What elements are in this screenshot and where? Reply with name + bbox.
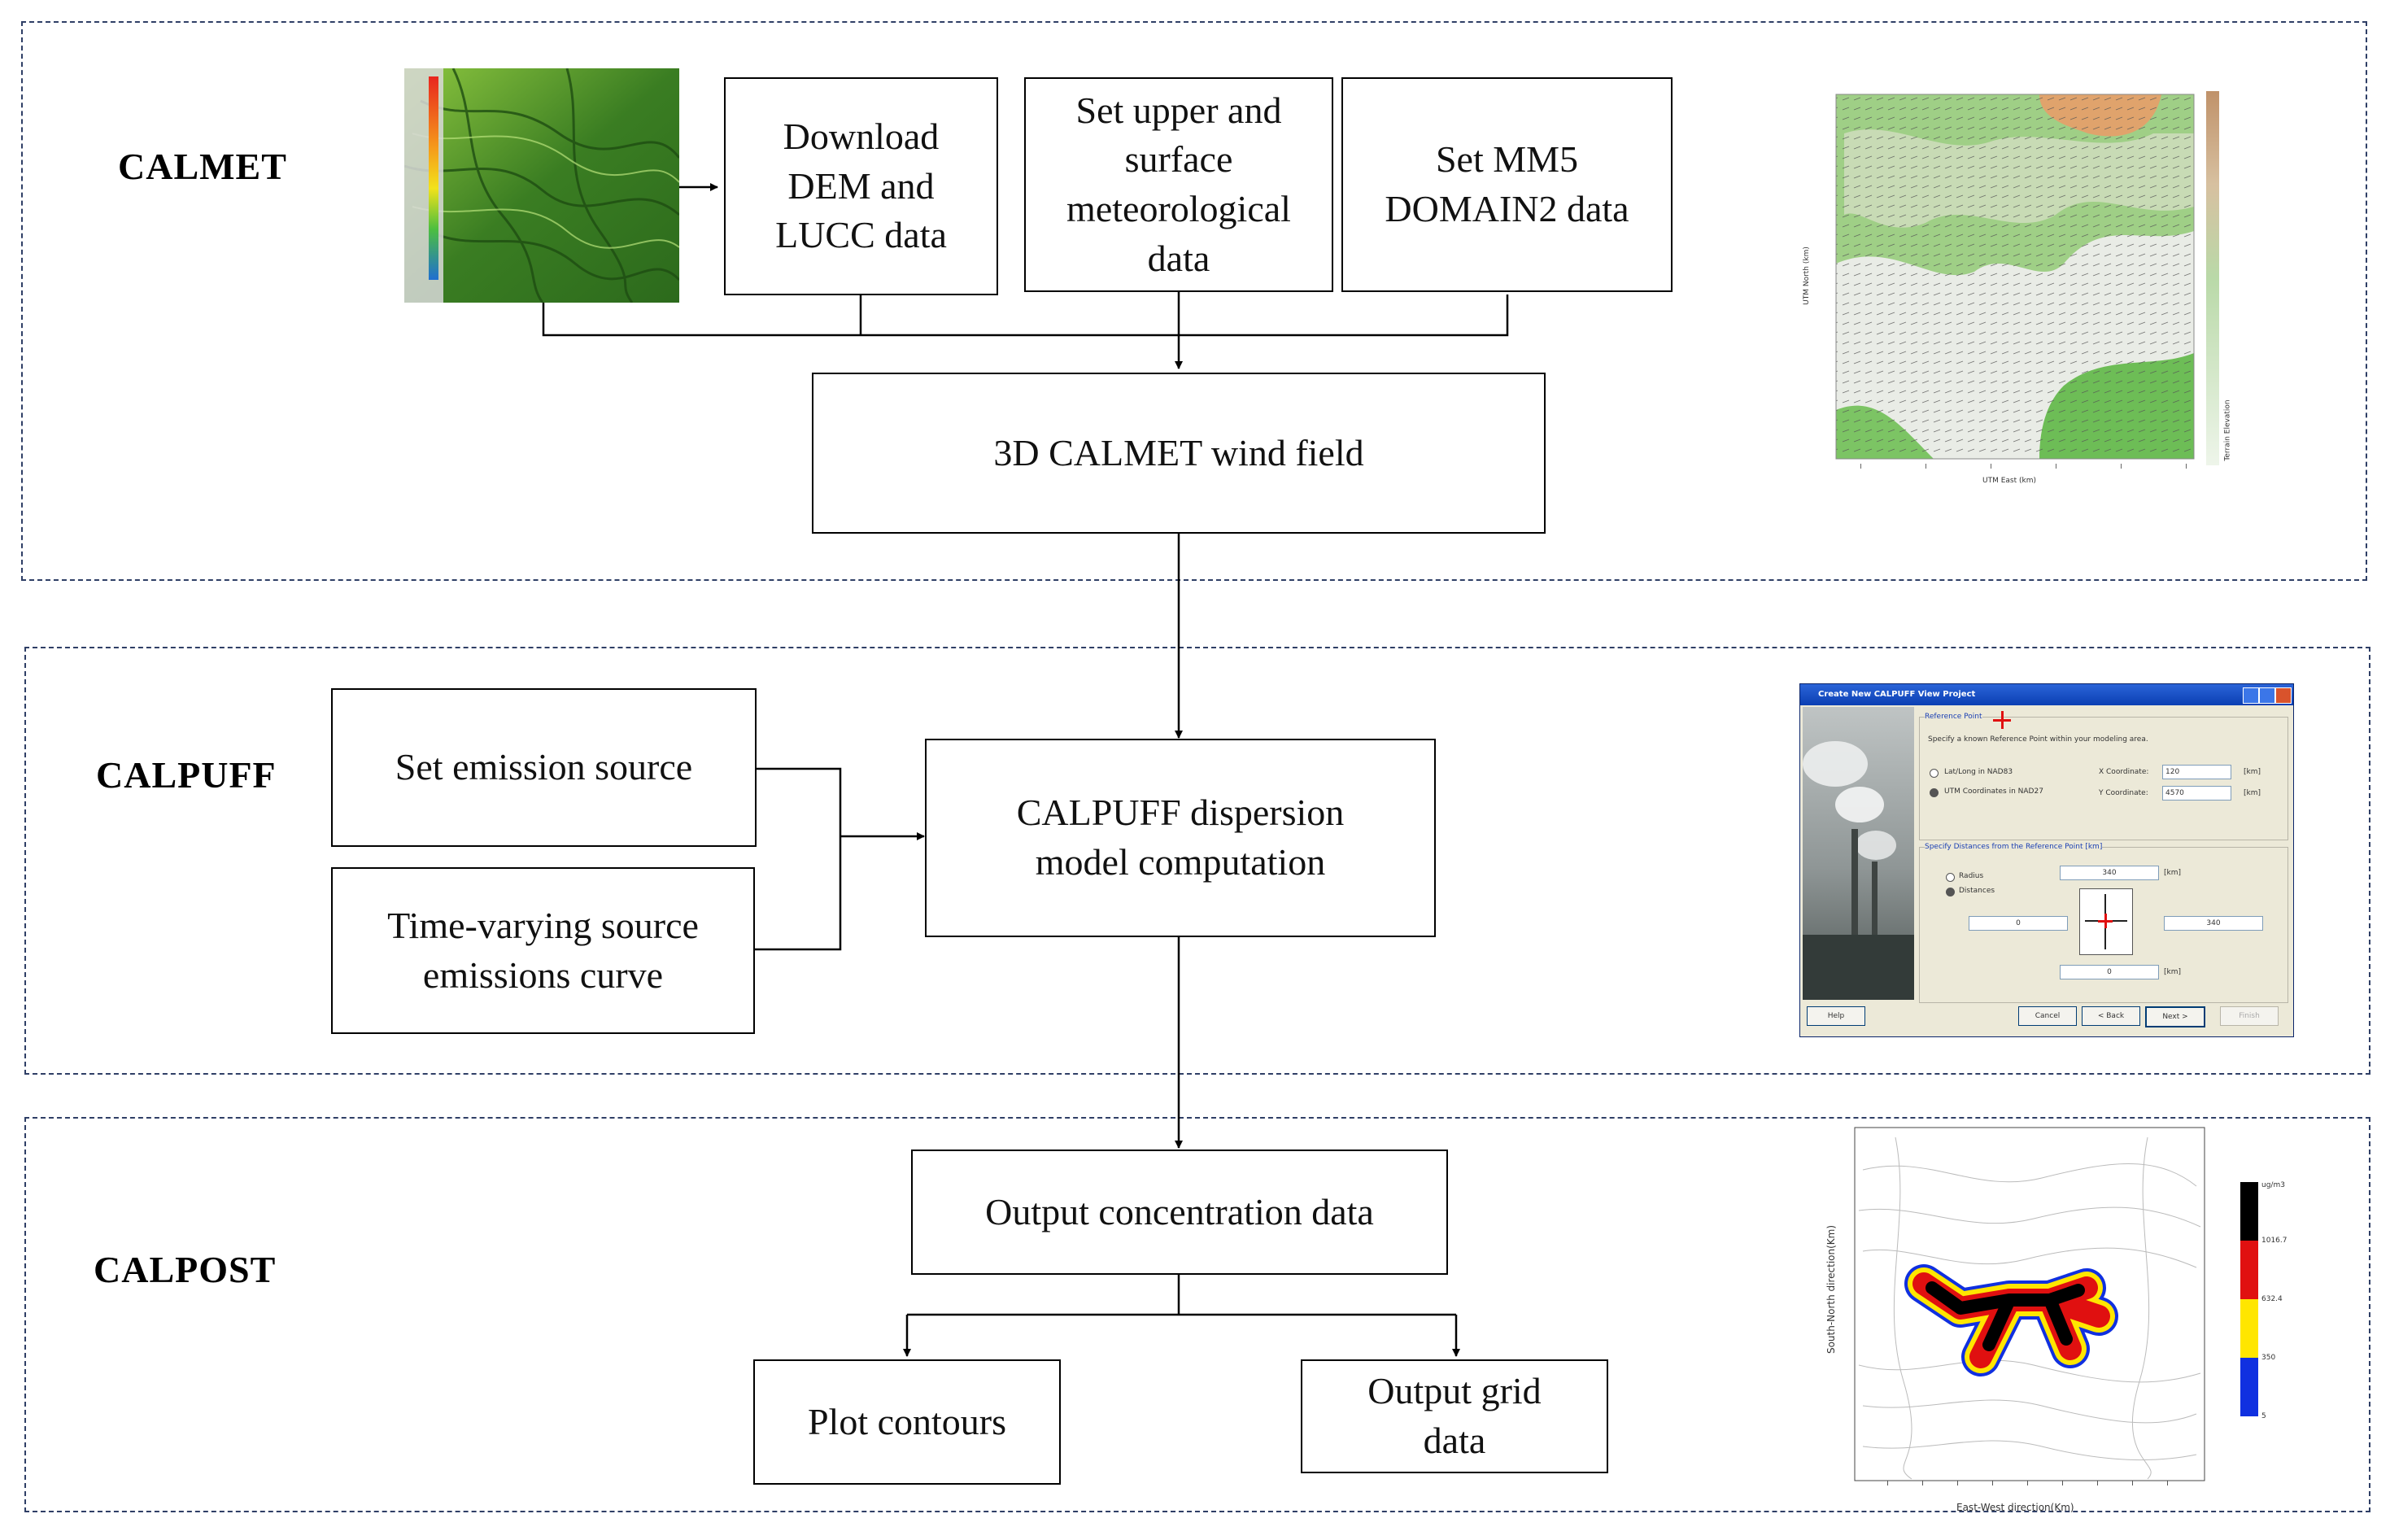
reference-instruction: Specify a known Reference Point within y…: [1928, 735, 2148, 744]
option-latlong[interactable]: Lat/Long in NAD83: [1944, 768, 2013, 776]
output-concentration-text: Output concentration data: [985, 1190, 1374, 1232]
radio-latlong[interactable]: [1930, 769, 1939, 778]
calpuff-section: [24, 647, 2370, 1075]
dialog-title: Create New CALPUFF View Project: [1818, 690, 1976, 699]
maximize-icon: [2259, 687, 2275, 704]
y-coordinate-label: Y Coordinate:: [2099, 789, 2148, 797]
wind-map-colorbar-label: Terrain Elevation: [2223, 399, 2232, 461]
radio-utm[interactable]: [1930, 788, 1939, 797]
option-utm[interactable]: UTM Coordinates in NAD27: [1944, 787, 2043, 796]
left-distance-field[interactable]: 0: [1969, 916, 2068, 931]
set-upper-surface-box: Set upper and surface meteorological dat…: [1024, 77, 1333, 292]
radio-distances[interactable]: [1946, 888, 1955, 897]
distance-cross-box: [2079, 888, 2133, 955]
reference-point-group: Reference Point Specify a known Referenc…: [1919, 711, 2288, 840]
right-distance-field[interactable]: 340: [2164, 916, 2263, 931]
colorbar-high: [2240, 1182, 2258, 1241]
colorbar-label-2: 632.4: [2261, 1295, 2283, 1303]
output-grid-box: Output grid data: [1301, 1359, 1608, 1473]
merge-line-top: [542, 294, 1509, 337]
calmet-label: CALMET: [118, 146, 287, 187]
wind-map-graphic: [1835, 91, 2219, 469]
calpuff-computation-box: CALPUFF dispersion model computation: [925, 739, 1436, 937]
factory-smoke-graphic: [1803, 741, 1914, 1000]
time-varying-box: Time-varying source emissions curve: [331, 867, 755, 1034]
calpuff-computation-text: CALPUFF dispersion model computation: [1016, 792, 1345, 883]
close-icon: [2275, 687, 2292, 704]
time-varying-text: Time-varying source emissions curve: [387, 904, 699, 996]
cancel-button[interactable]: Cancel: [2018, 1006, 2077, 1026]
calpost-label: CALPOST: [94, 1249, 277, 1290]
contour-y-axis: South-North direction(Km): [1825, 1224, 1838, 1355]
wind-vector-terrain-map-icon: UTM East (km) UTM North (km) Terrain Ele…: [1795, 85, 2240, 498]
download-dem-text: Download DEM and LUCC data: [775, 115, 947, 256]
center-crosshair-icon: [2098, 914, 2113, 928]
distances-title: Specify Distances from the Reference Poi…: [1925, 843, 2103, 851]
next-button[interactable]: Next >: [2145, 1006, 2205, 1027]
top-distance-field[interactable]: 340: [2060, 866, 2159, 880]
concentration-contour-plot-icon: East-West direction(Km) South-North dire…: [1798, 1121, 2305, 1520]
set-emission-text: Set emission source: [395, 746, 693, 788]
wind-field-text: 3D CALMET wind field: [993, 431, 1364, 473]
dem-map-graphic: [404, 68, 679, 303]
crosshair-icon: [1993, 711, 2011, 729]
back-button[interactable]: < Back: [2082, 1006, 2140, 1026]
terrain-elevation-map-icon: [404, 68, 679, 303]
y-unit-label: [km]: [2244, 789, 2261, 797]
option-radius[interactable]: Radius: [1959, 872, 1984, 880]
contour-plot-graphic: [1854, 1127, 2258, 1485]
y-coordinate-field[interactable]: 4570: [2162, 786, 2231, 801]
bottom-distance-field[interactable]: 0: [2060, 965, 2159, 979]
x-unit-label: [km]: [2244, 768, 2261, 776]
wind-map-y-axis: UTM North (km): [1802, 246, 1811, 305]
plot-contours-box: Plot contours: [753, 1359, 1061, 1485]
colorbar-label-1: 1016.7: [2261, 1237, 2288, 1245]
set-mm5-text: Set MM5 DOMAIN2 data: [1385, 138, 1629, 229]
distances-group: Specify Distances from the Reference Poi…: [1919, 843, 2288, 1003]
output-grid-text: Output grid data: [1367, 1370, 1542, 1461]
reference-point-label: Reference Point: [1925, 713, 1982, 721]
emission-merge-line: [754, 767, 842, 951]
colorbar-low: [2240, 1299, 2258, 1358]
contour-unit: ug/m3: [2261, 1181, 2285, 1189]
colorbar-label-4: 5: [2261, 1412, 2266, 1420]
colorbar-mid: [2240, 1241, 2258, 1299]
x-coordinate-field[interactable]: 120: [2162, 765, 2231, 779]
option-distances[interactable]: Distances: [1959, 887, 1995, 895]
contour-x-axis: East-West direction(Km): [1956, 1502, 2074, 1513]
calpost-section: [24, 1117, 2370, 1512]
x-coordinate-label: X Coordinate:: [2099, 768, 2149, 776]
plume: [1904, 1264, 2118, 1376]
bottom-unit-label: [km]: [2164, 968, 2182, 976]
calpuff-project-dialog-icon: Create New CALPUFF View Project Referenc…: [1799, 683, 2294, 1037]
finish-button[interactable]: Finish: [2220, 1006, 2279, 1026]
plot-contours-text: Plot contours: [807, 1400, 1007, 1442]
help-button[interactable]: Help: [1807, 1006, 1865, 1026]
calmet-section: [21, 21, 2367, 581]
wind-map-x-axis: UTM East (km): [1982, 477, 2036, 485]
set-emission-box: Set emission source: [331, 688, 757, 847]
calpuff-label: CALPUFF: [96, 754, 277, 796]
download-dem-box: Download DEM and LUCC data: [724, 77, 998, 295]
dialog-window-buttons: [2243, 687, 2292, 704]
colorbar-min: [2240, 1358, 2258, 1416]
output-concentration-box: Output concentration data: [911, 1150, 1448, 1275]
dialog-photo: [1803, 707, 1914, 1000]
colorbar-label-3: 350: [2261, 1354, 2276, 1362]
radio-radius[interactable]: [1946, 873, 1955, 882]
set-upper-surface-text: Set upper and surface meteorological dat…: [1066, 89, 1291, 279]
set-mm5-box: Set MM5 DOMAIN2 data: [1341, 77, 1673, 292]
wind-field-box: 3D CALMET wind field: [812, 373, 1546, 534]
dialog-titlebar: Create New CALPUFF View Project: [1800, 684, 2293, 705]
top-unit-label: [km]: [2164, 869, 2182, 877]
minimize-icon: [2243, 687, 2259, 704]
